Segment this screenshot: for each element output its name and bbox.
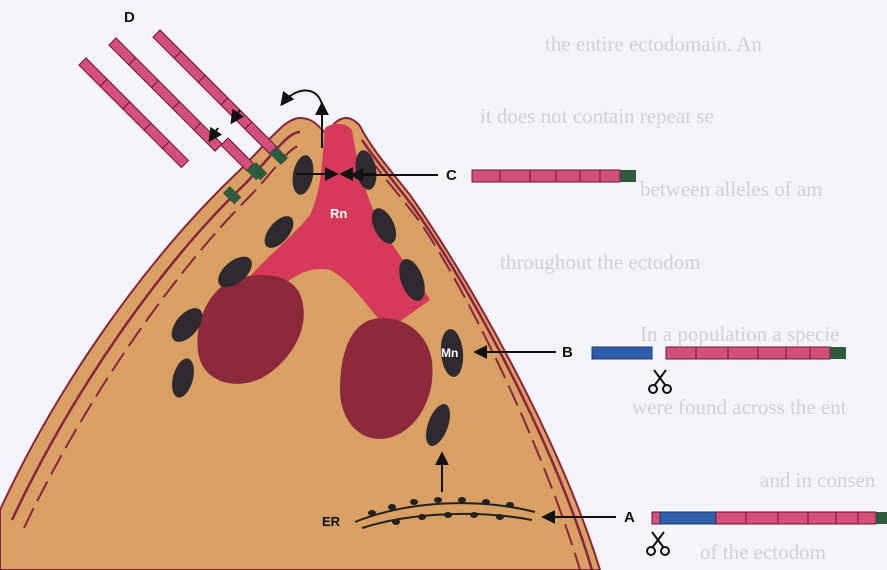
- signal-peptide: [660, 512, 716, 524]
- label-rn: Rn: [330, 206, 347, 221]
- arrow-curve: [282, 90, 322, 104]
- label-a: A: [624, 509, 635, 526]
- ribosome: [506, 502, 514, 508]
- ectodomain: [716, 512, 876, 524]
- ribosome: [368, 510, 376, 516]
- ectodomain: [666, 347, 830, 359]
- ribosome: [482, 499, 490, 505]
- ribosome: [458, 497, 466, 503]
- released-proteins: [79, 30, 288, 204]
- anchor: [830, 347, 846, 359]
- ectodomain: [472, 170, 620, 182]
- protein-construct-a: [652, 512, 887, 524]
- ribosome: [388, 504, 396, 510]
- anchor: [876, 512, 887, 524]
- label-d: D: [124, 9, 135, 26]
- ribosome: [496, 514, 504, 520]
- scissors-icon: [647, 532, 669, 555]
- ribosome: [392, 519, 400, 525]
- ribosome: [434, 497, 442, 503]
- protein-construct-c: [472, 170, 636, 182]
- scissors-icon: [649, 370, 671, 393]
- label-mn: Mn: [441, 346, 458, 360]
- ribosome: [418, 514, 426, 520]
- ribosome: [410, 499, 418, 505]
- protein-construct-b: [592, 347, 846, 359]
- label-c: C: [446, 167, 457, 184]
- protein-bar: [79, 58, 189, 168]
- label-b: B: [562, 344, 573, 361]
- label-er: ER: [322, 514, 341, 529]
- anchor: [620, 170, 636, 182]
- signal-peptide: [592, 347, 652, 359]
- protein-bar: [109, 38, 222, 151]
- ribosome: [444, 512, 452, 518]
- ribosome: [470, 512, 478, 518]
